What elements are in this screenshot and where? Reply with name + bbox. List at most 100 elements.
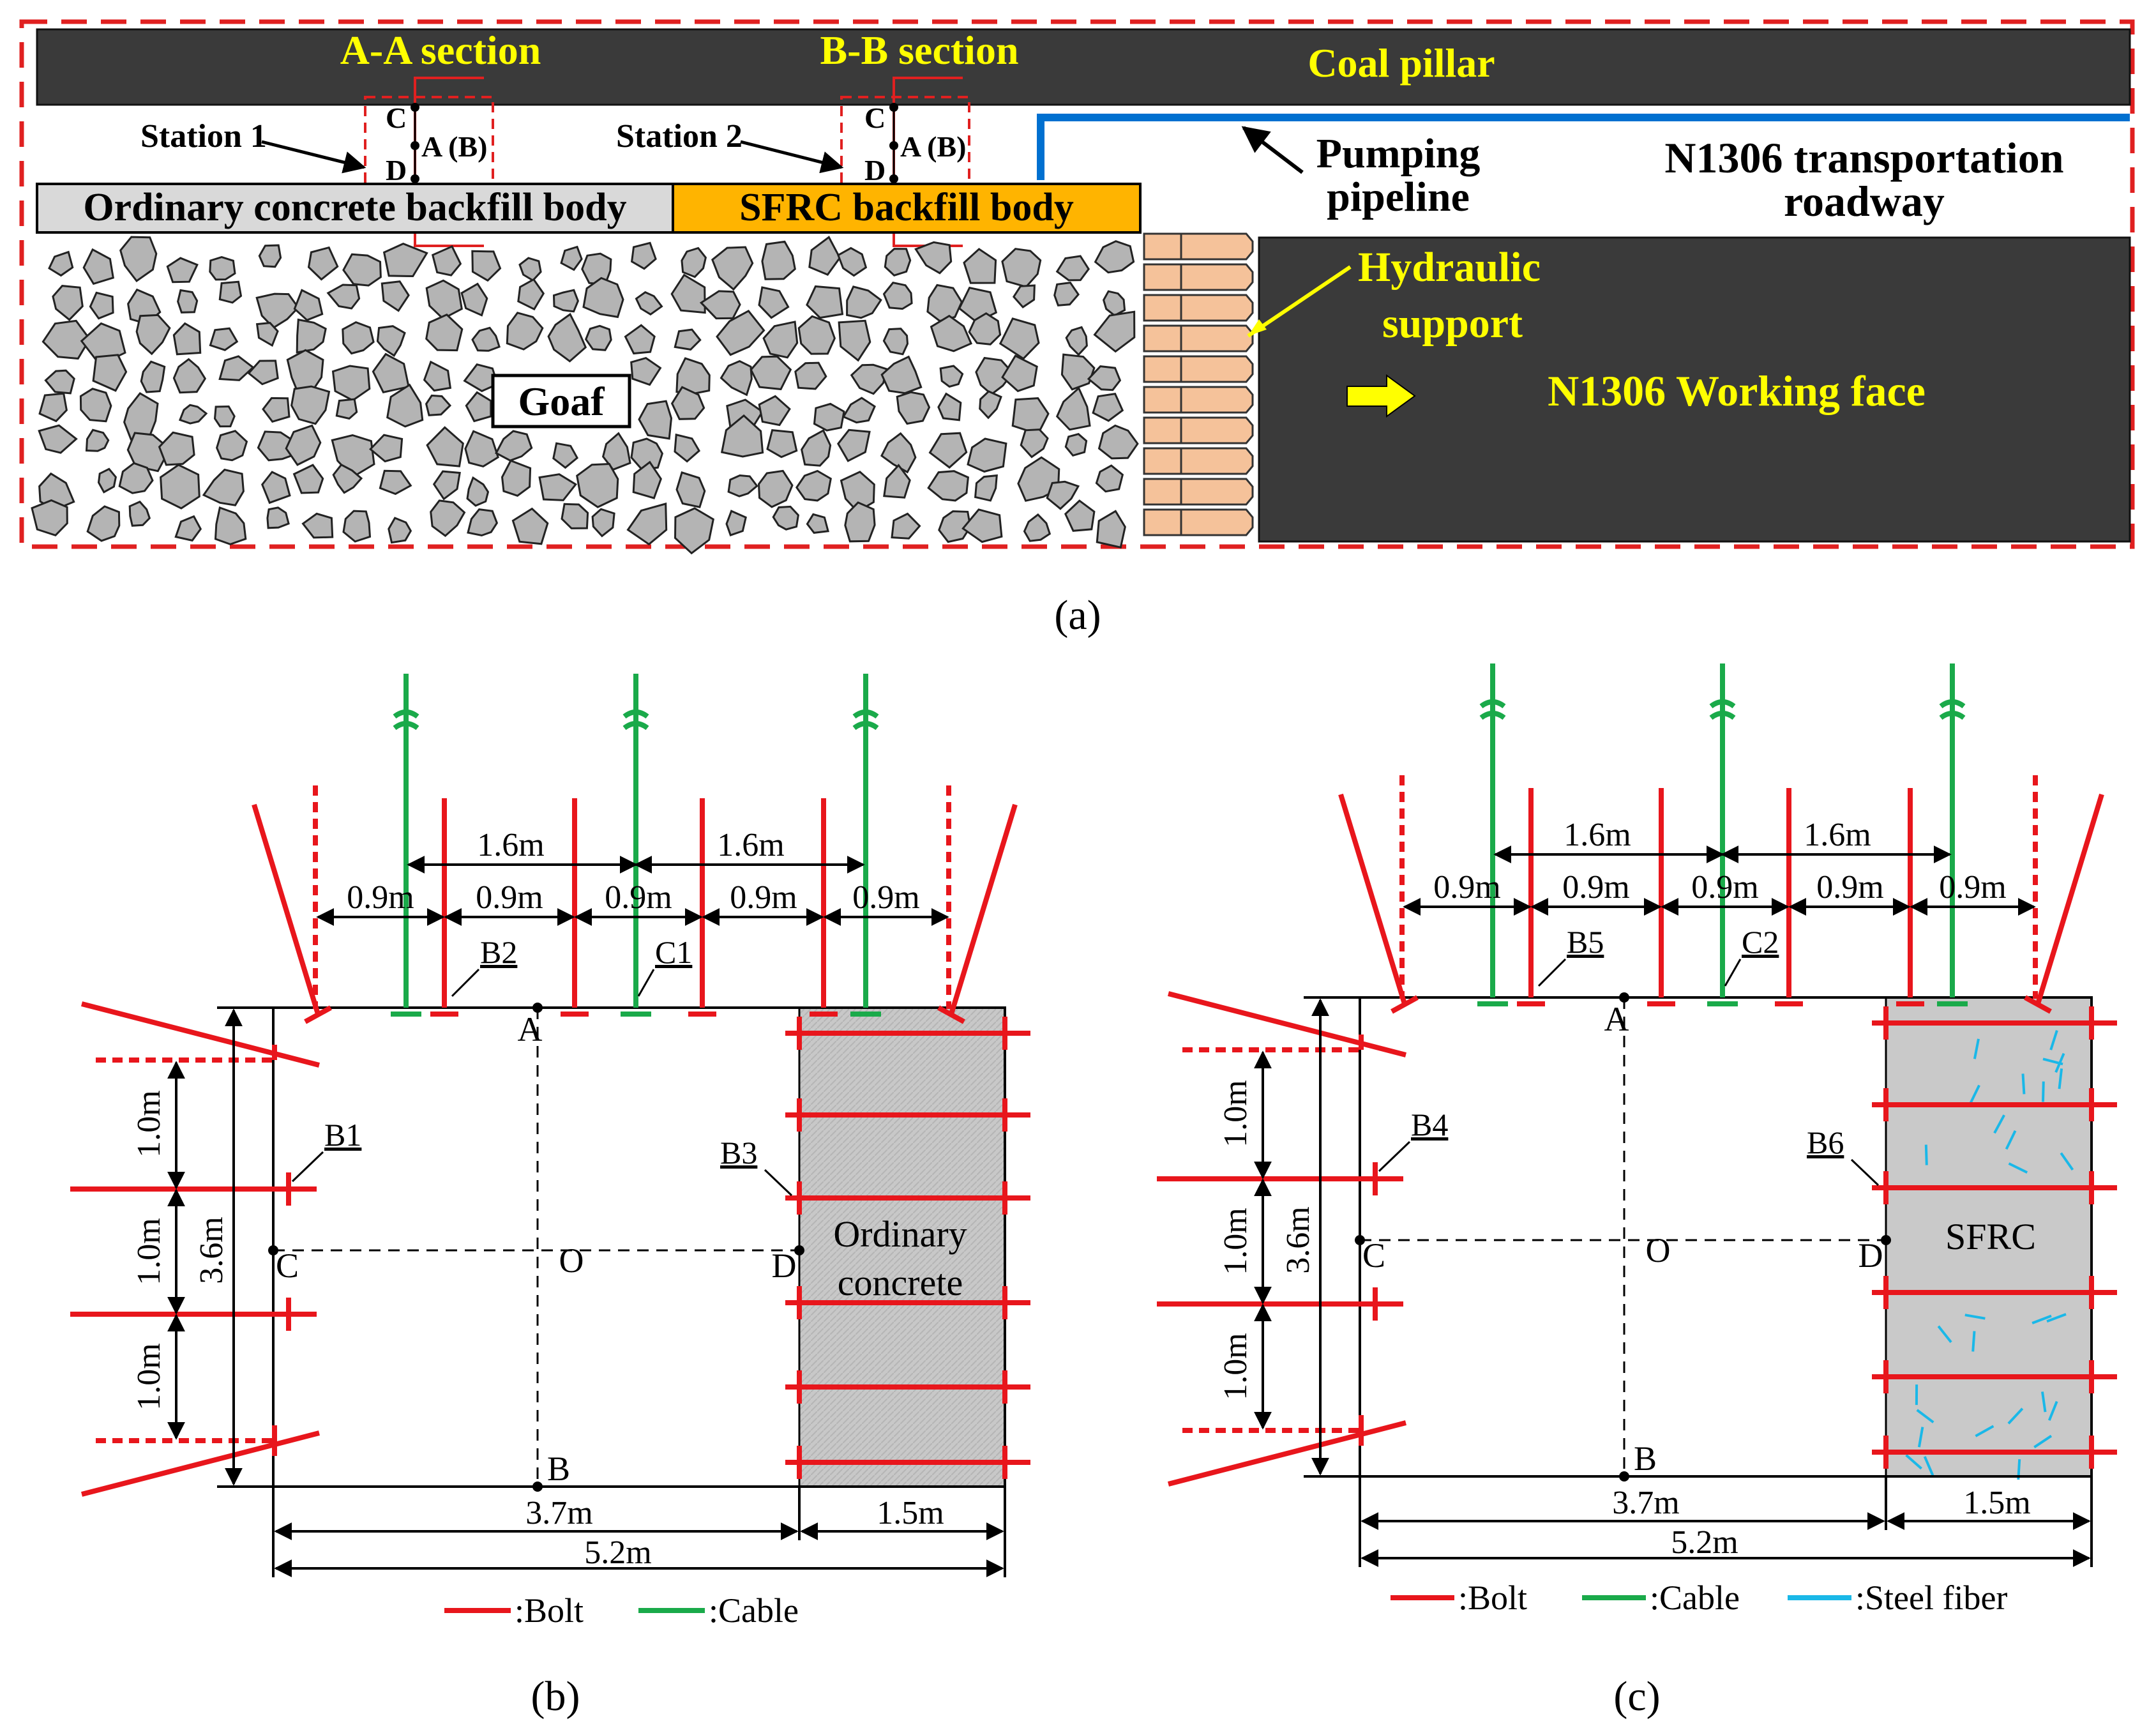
station2-d: D (864, 154, 886, 186)
goaf-rock (135, 314, 171, 356)
goaf-rock (914, 241, 953, 275)
goaf-rock (177, 289, 199, 314)
goaf-rocks (31, 236, 1139, 555)
steel-fiber (2049, 1029, 2058, 1050)
goaf-rock (670, 386, 705, 420)
goaf-rock (97, 467, 117, 494)
section-bb-label: B-B section (820, 27, 1018, 73)
steel-fiber (2021, 1073, 2026, 1095)
goaf-rock (681, 246, 707, 278)
steel-fiber (2033, 1434, 2053, 1448)
goaf-rock (342, 510, 372, 543)
goaf-rock (624, 324, 656, 355)
goaf-rock (630, 241, 657, 270)
goaf-rock (258, 244, 282, 268)
point-a-c: A (1604, 1000, 1629, 1038)
sfrc-block-label: SFRC (1945, 1216, 2036, 1257)
goaf-rock (213, 405, 236, 428)
goaf-rock (255, 322, 279, 347)
goaf-rock (883, 464, 911, 499)
goaf-rock (1065, 326, 1088, 356)
goaf-rock (48, 250, 74, 277)
goaf-rock (896, 391, 931, 425)
steel-fiber (2041, 1391, 2047, 1413)
goaf-rock (426, 426, 464, 467)
goaf-rock (884, 248, 912, 277)
goaf-rock (432, 470, 461, 501)
goaf-rock (720, 414, 764, 458)
dim-c-1-0a: 1.0m (1217, 1080, 1254, 1147)
label-b1: B1 (324, 1117, 361, 1153)
point-d-c: D (1858, 1236, 1883, 1275)
goaf-rock (635, 291, 663, 316)
goaf-rock (172, 358, 207, 394)
roadway-label-2: roadway (1784, 177, 1945, 225)
goaf-rock (1001, 248, 1042, 288)
dim-c-0-9a: 0.9m (1433, 869, 1500, 906)
dim-b-1-6b: 1.6m (717, 827, 784, 863)
goaf-rock (495, 430, 533, 462)
legend-fiber-c: :Steel fiber (1855, 1579, 2007, 1617)
dim-b-1-5: 1.5m (877, 1495, 944, 1531)
dim-b-3-6: 3.6m (193, 1216, 230, 1284)
dim-b-0-9d: 0.9m (730, 879, 797, 916)
goaf-rock (638, 400, 673, 440)
steel-fiber (1969, 1084, 1980, 1105)
goaf-rock (1093, 310, 1136, 353)
station1-arrow (261, 140, 366, 174)
station1-c: C (386, 102, 407, 134)
point-c-c: C (1362, 1236, 1385, 1275)
goaf-rock (882, 282, 913, 310)
roof-bolts-b (252, 785, 1018, 1024)
sfrc-backfill-body (672, 183, 1142, 234)
goaf-rock (82, 248, 114, 285)
goaf-rock (999, 317, 1040, 360)
goaf-rock (501, 459, 532, 497)
goaf-rock (209, 256, 236, 281)
goaf-rock (841, 397, 876, 424)
station2-ab: A (B) (900, 130, 967, 163)
goaf-rock (123, 391, 159, 441)
goaf-label: Goaf (518, 379, 605, 424)
point-o-b: O (559, 1241, 584, 1280)
legend-bolt-c: :Bolt (1458, 1579, 1527, 1617)
label-b4: B4 (1411, 1107, 1448, 1142)
goaf-rock (850, 363, 888, 395)
steel-fiber (1905, 1454, 1922, 1470)
goaf-rock (423, 360, 452, 392)
hydraulic-support-unit (1143, 478, 1254, 506)
steel-fiber (2060, 1152, 2074, 1171)
dim-c-0-9d: 0.9m (1816, 869, 1883, 906)
goaf-rock (699, 290, 741, 320)
goaf-rock (38, 392, 68, 423)
caption-c: (c) (1613, 1673, 1660, 1720)
goaf-rock (216, 430, 248, 462)
bottom-dims-c (1359, 1476, 2093, 1567)
goaf-rock (797, 315, 836, 355)
roof-bolts-c (1338, 775, 2104, 1014)
goaf-rock (963, 248, 997, 284)
label-b6: B6 (1807, 1125, 1844, 1160)
label-c1: C1 (655, 934, 692, 970)
goaf-rock (601, 432, 631, 471)
goaf-rock (547, 312, 587, 363)
goaf-rock (266, 506, 290, 529)
dim-b-0-9c: 0.9m (605, 879, 672, 916)
label-b5: B5 (1567, 924, 1604, 960)
goaf-rock (582, 277, 624, 319)
goaf-rock (332, 463, 363, 494)
dim-c-0-9c: 0.9m (1691, 869, 1758, 906)
dim-b-1-0a: 1.0m (131, 1090, 167, 1157)
dim-b-0-9e: 0.9m (852, 879, 919, 916)
goaf-rock (218, 280, 243, 304)
dim-b-0-9b: 0.9m (476, 879, 543, 916)
goaf-rock (1055, 386, 1091, 431)
hydraulic-support-unit (1143, 447, 1254, 475)
goaf-rock (1060, 353, 1096, 391)
goaf-rock (801, 429, 832, 467)
goaf-rock (118, 462, 154, 494)
steel-fiber (1975, 1425, 1994, 1437)
goaf-rock (285, 424, 322, 466)
goaf-rock (927, 470, 970, 502)
